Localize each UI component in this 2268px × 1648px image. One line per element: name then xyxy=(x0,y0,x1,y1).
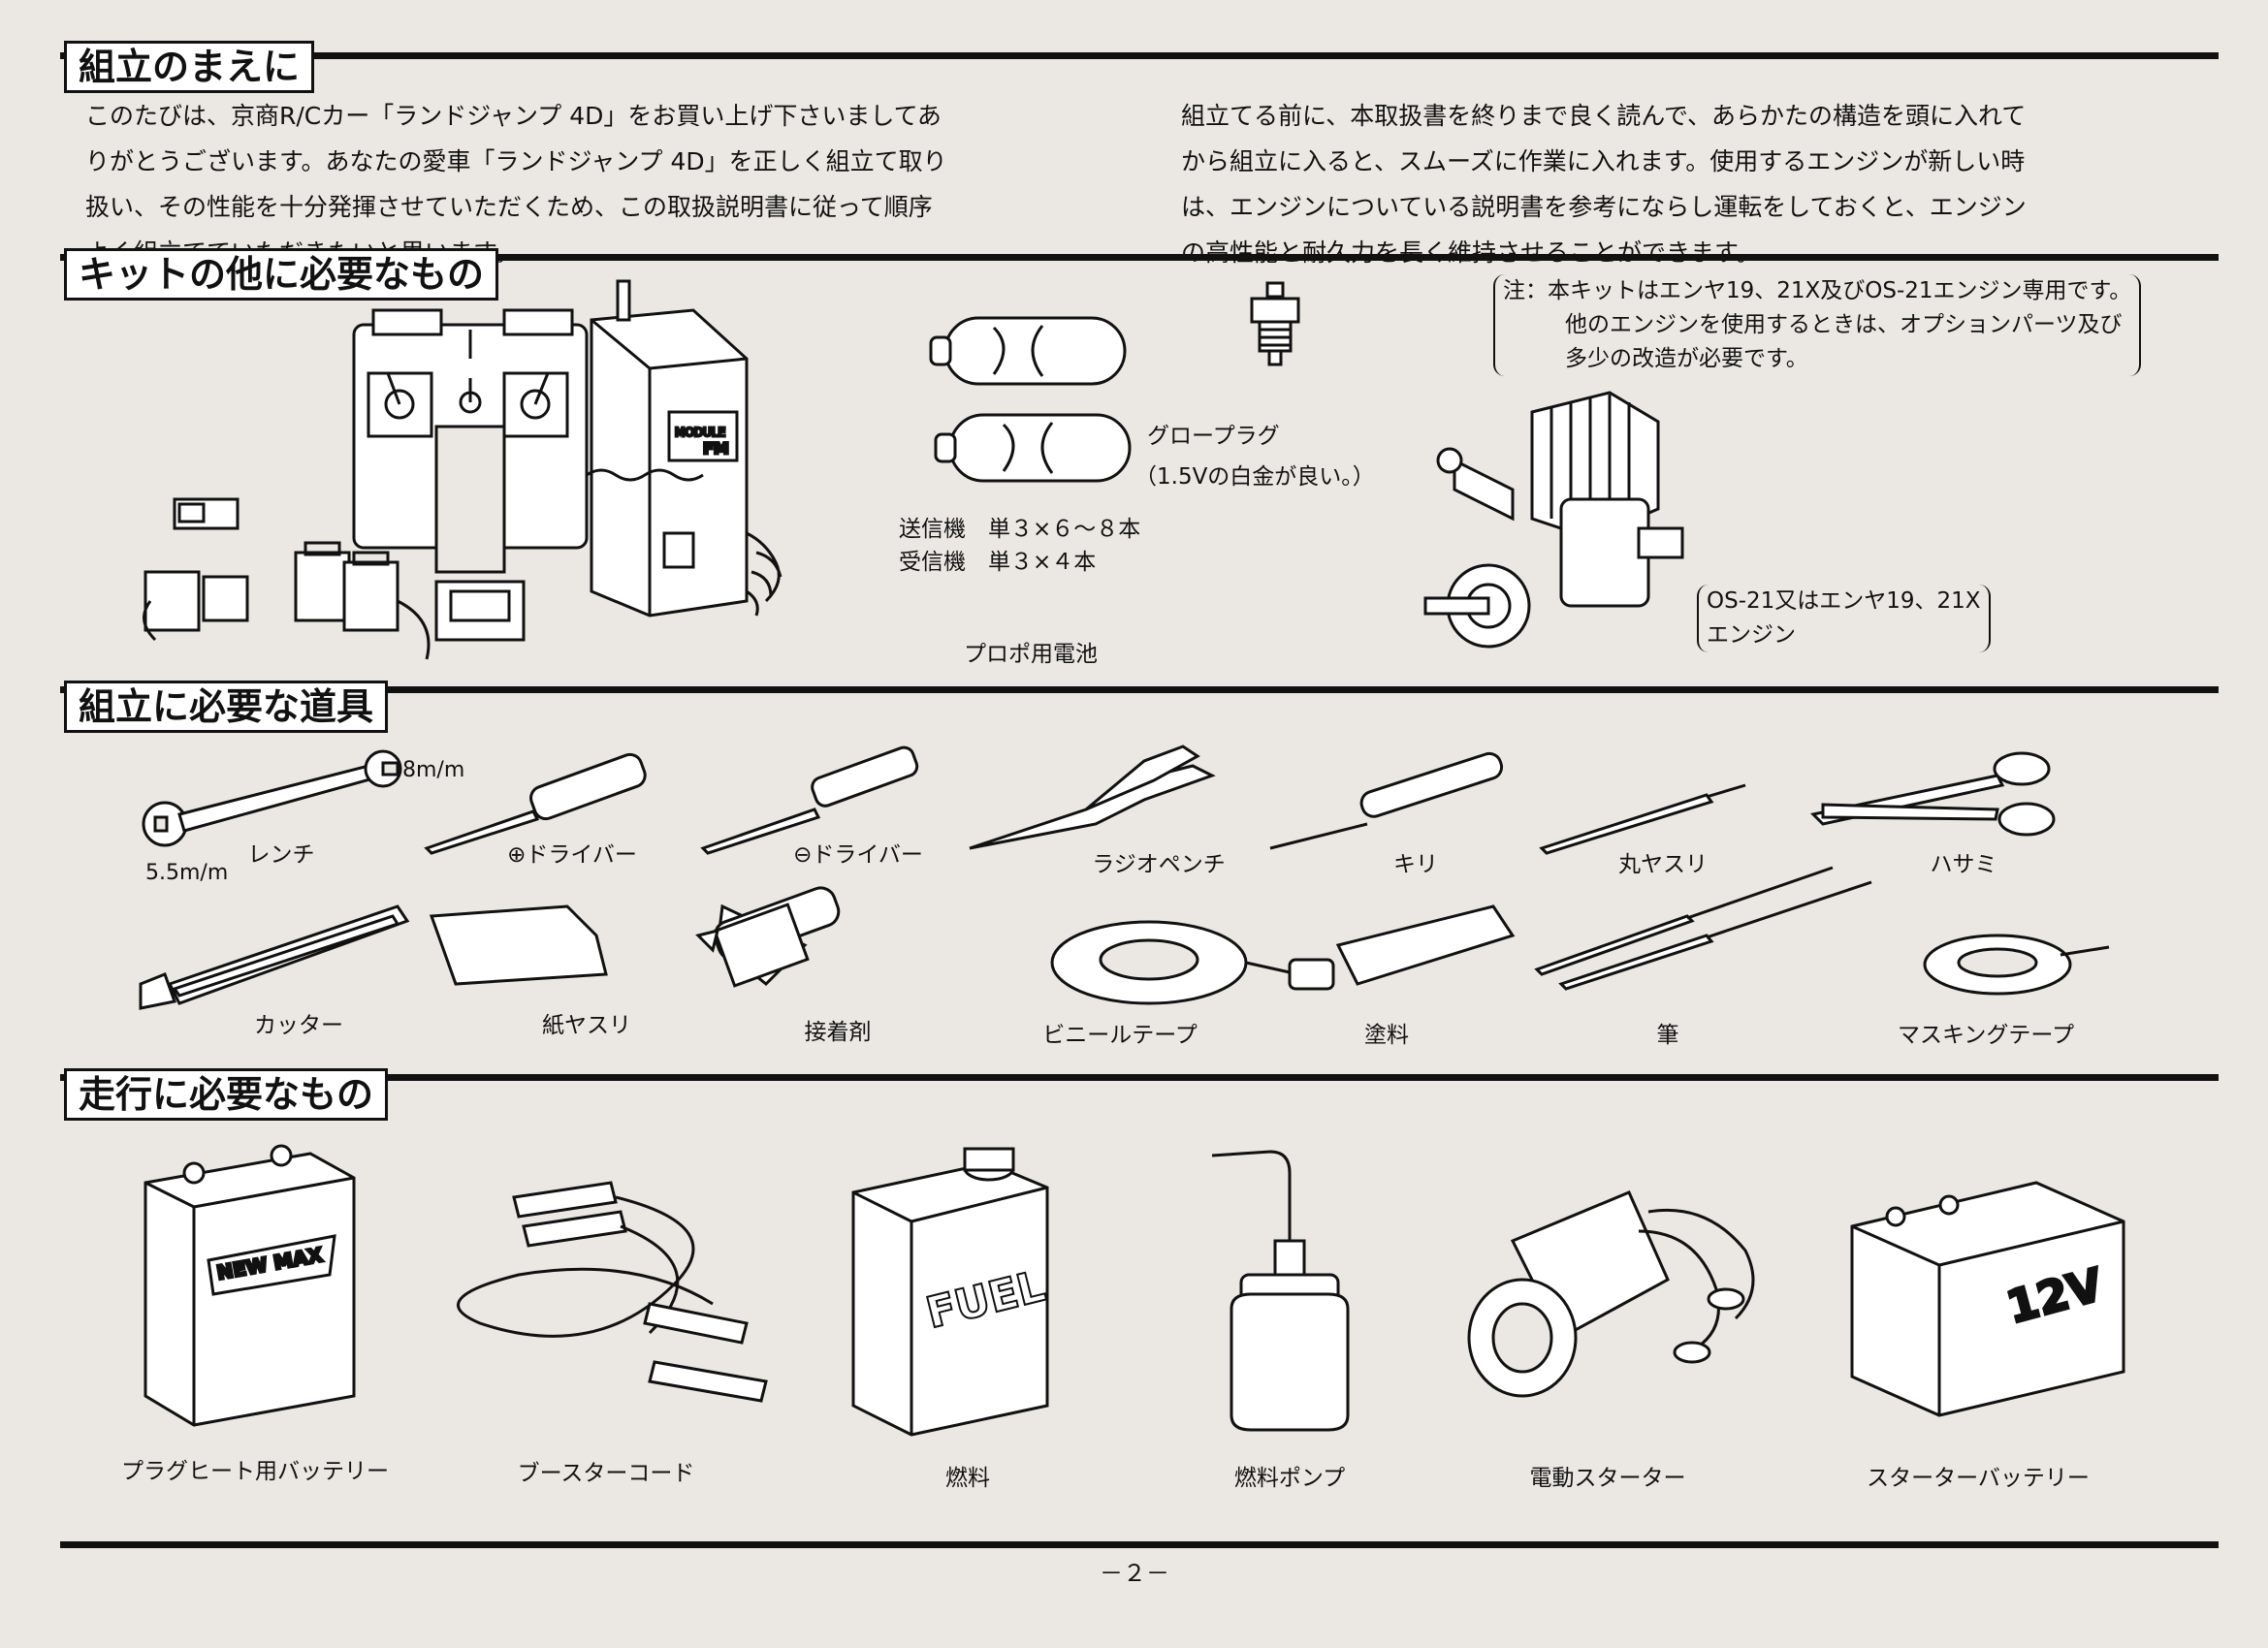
footer-rule xyxy=(60,1541,2219,1548)
tool-label-brush: 筆 xyxy=(1656,1023,1679,1048)
text-line: OS-21又はエンヤ19、21X xyxy=(1707,588,1981,614)
fuel-pump-illustration xyxy=(1211,1150,1350,1432)
masking-tape-icon xyxy=(1923,934,2110,996)
section-heading-kit: キットの他に必要なもの xyxy=(64,248,499,301)
flathead-screwdriver-icon xyxy=(700,745,919,855)
text-line: 多少の改造が必要です。 xyxy=(1565,346,1808,371)
run-item-booster-cord: ブースターコード xyxy=(517,1461,695,1486)
text-line: 他のエンジンを使用するときは、オプションパーツ及び xyxy=(1565,312,2123,337)
glow-plug-illustration xyxy=(1250,281,1300,366)
cutter-knife-icon xyxy=(139,904,410,1010)
text-line: エンジン xyxy=(1707,622,1796,648)
aa-batteries-illustration xyxy=(929,316,1132,483)
paint-brush-icon xyxy=(1534,866,1872,991)
section-rule xyxy=(60,52,2219,59)
section-heading-tools: 組立に必要な道具 xyxy=(64,681,389,733)
tool-label-glue: 接着剤 xyxy=(804,1020,872,1045)
glue-tube-icon xyxy=(695,886,841,988)
plug-heat-battery-illustration: NEW MAX xyxy=(144,1144,356,1427)
tool-label-scissors: ハサミ xyxy=(1930,852,1997,877)
engine-illustration xyxy=(1423,391,1684,649)
section-rule xyxy=(60,686,2219,693)
scissors-icon xyxy=(1809,751,2056,837)
fuel-can-illustration: FUEL xyxy=(851,1147,1051,1437)
tool-label-sandpaper: 紙ヤスリ xyxy=(542,1013,631,1038)
section-heading-intro: 組立のまえに xyxy=(64,41,315,93)
run-item-starter-battery: スターターバッテリー xyxy=(1867,1466,2090,1491)
transmitter-battery-label: 送信機 単３×６～８本 xyxy=(899,517,1141,542)
tool-label-awl: キリ xyxy=(1393,852,1438,877)
tool-label-round-file: 丸ヤスリ xyxy=(1618,852,1708,877)
tool-label-radio-pliers: ラジオペンチ xyxy=(1092,852,1226,877)
sandpaper-icon xyxy=(429,904,608,986)
text-line: の高性能と耐久力を長く維持させることができます。 xyxy=(1181,238,1761,267)
electric-starter-illustration xyxy=(1467,1190,1755,1398)
run-item-plug-heat-battery: プラグヒート用バッテリー xyxy=(121,1459,389,1484)
tools-row1-illustration xyxy=(142,745,2056,855)
wrench-size-small: 5.5m/m xyxy=(145,861,229,885)
radio-module-label: MODULE xyxy=(675,426,725,439)
section-rule xyxy=(60,1074,2219,1081)
needle-nose-pliers-icon xyxy=(969,745,1216,850)
text-line: から組立に入ると、スムーズに作業に入れます。使用するエンジンが新しい時 xyxy=(1181,147,2026,175)
engine-compatibility-note: 注：本キットはエンヤ19、21X及びOS-21エンジン専用です。 他のエンジンを… xyxy=(1493,274,2142,376)
text-line: このたびは、京商R/Cカー「ランドジャンプ 4D」をお買い上げ下さいましてあ xyxy=(85,102,942,130)
receiver-battery-label: 受信機 単３×４本 xyxy=(899,550,1097,575)
paint-tube-icon xyxy=(1288,904,1516,991)
run-item-fuel: 燃料 xyxy=(945,1466,990,1491)
tool-label-wrench: レンチ xyxy=(247,842,315,868)
tool-label-phillips-driver: ⊕ドライバー xyxy=(507,842,637,868)
radio-system-illustration: MODULE FM xyxy=(143,279,783,660)
radio-band-label: FM xyxy=(703,439,729,458)
section-heading-running: 走行に必要なもの xyxy=(64,1068,389,1121)
text-line: は、エンジンについている説明書を参考にならし運転をしておくと、エンジン xyxy=(1181,193,2027,221)
booster-cord-illustration xyxy=(457,1181,768,1403)
vinyl-tape-icon xyxy=(1050,920,1291,1005)
tool-label-paint: 塗料 xyxy=(1364,1023,1409,1048)
section-rule xyxy=(60,254,2219,261)
glow-plug-note: （1.5Vの白金が良い。） xyxy=(1134,464,1375,490)
text-line: 注：本キットはエンヤ19、21X及びOS-21エンジン専用です。 xyxy=(1503,278,2132,303)
wrench-size-large: 8m/m xyxy=(402,758,465,782)
page-number: －２－ xyxy=(1100,1560,1169,1587)
starter-battery-illustration: 12V xyxy=(1850,1181,2125,1417)
tool-label-vinyl-tape: ビニールテープ xyxy=(1042,1023,1198,1048)
engine-label: OS-21又はエンヤ19、21X エンジン xyxy=(1697,585,1991,652)
phillips-screwdriver-icon xyxy=(424,752,647,855)
tool-label-flathead-driver: ⊖ドライバー xyxy=(793,842,923,868)
intro-left-paragraph: このたびは、京商R/Cカー「ランドジャンプ 4D」をお買い上げ下さいましてあ り… xyxy=(85,93,1137,275)
awl-icon xyxy=(1269,751,1504,850)
text-line: りがとうございます。あなたの愛車「ランドジャンプ 4D」を正しく組立て取り xyxy=(85,147,947,175)
tool-label-masking-tape: マスキングテープ xyxy=(1898,1023,2074,1048)
text-line: 組立てる前に、本取扱書を終りまで良く読んで、あらかたの構造を頭に入れて xyxy=(1181,102,2027,130)
run-item-electric-starter: 電動スターター xyxy=(1529,1466,1686,1491)
tool-label-cutter: カッター xyxy=(254,1013,343,1038)
intro-right-paragraph: 組立てる前に、本取扱書を終りまで良く読んで、あらかたの構造を頭に入れて から組立… xyxy=(1181,93,2233,275)
tools-row2-illustration xyxy=(139,866,2110,1010)
run-item-fuel-pump: 燃料ポンプ xyxy=(1233,1466,1346,1491)
wrench-icon xyxy=(142,749,402,847)
propo-battery-label: プロポ用電池 xyxy=(964,642,1098,667)
round-file-icon xyxy=(1539,783,1746,855)
text-line: 扱い、その性能を十分発揮させていただくため、この取扱説明書に従って順序 xyxy=(85,193,933,221)
glow-plug-label: グロープラグ xyxy=(1147,424,1280,449)
